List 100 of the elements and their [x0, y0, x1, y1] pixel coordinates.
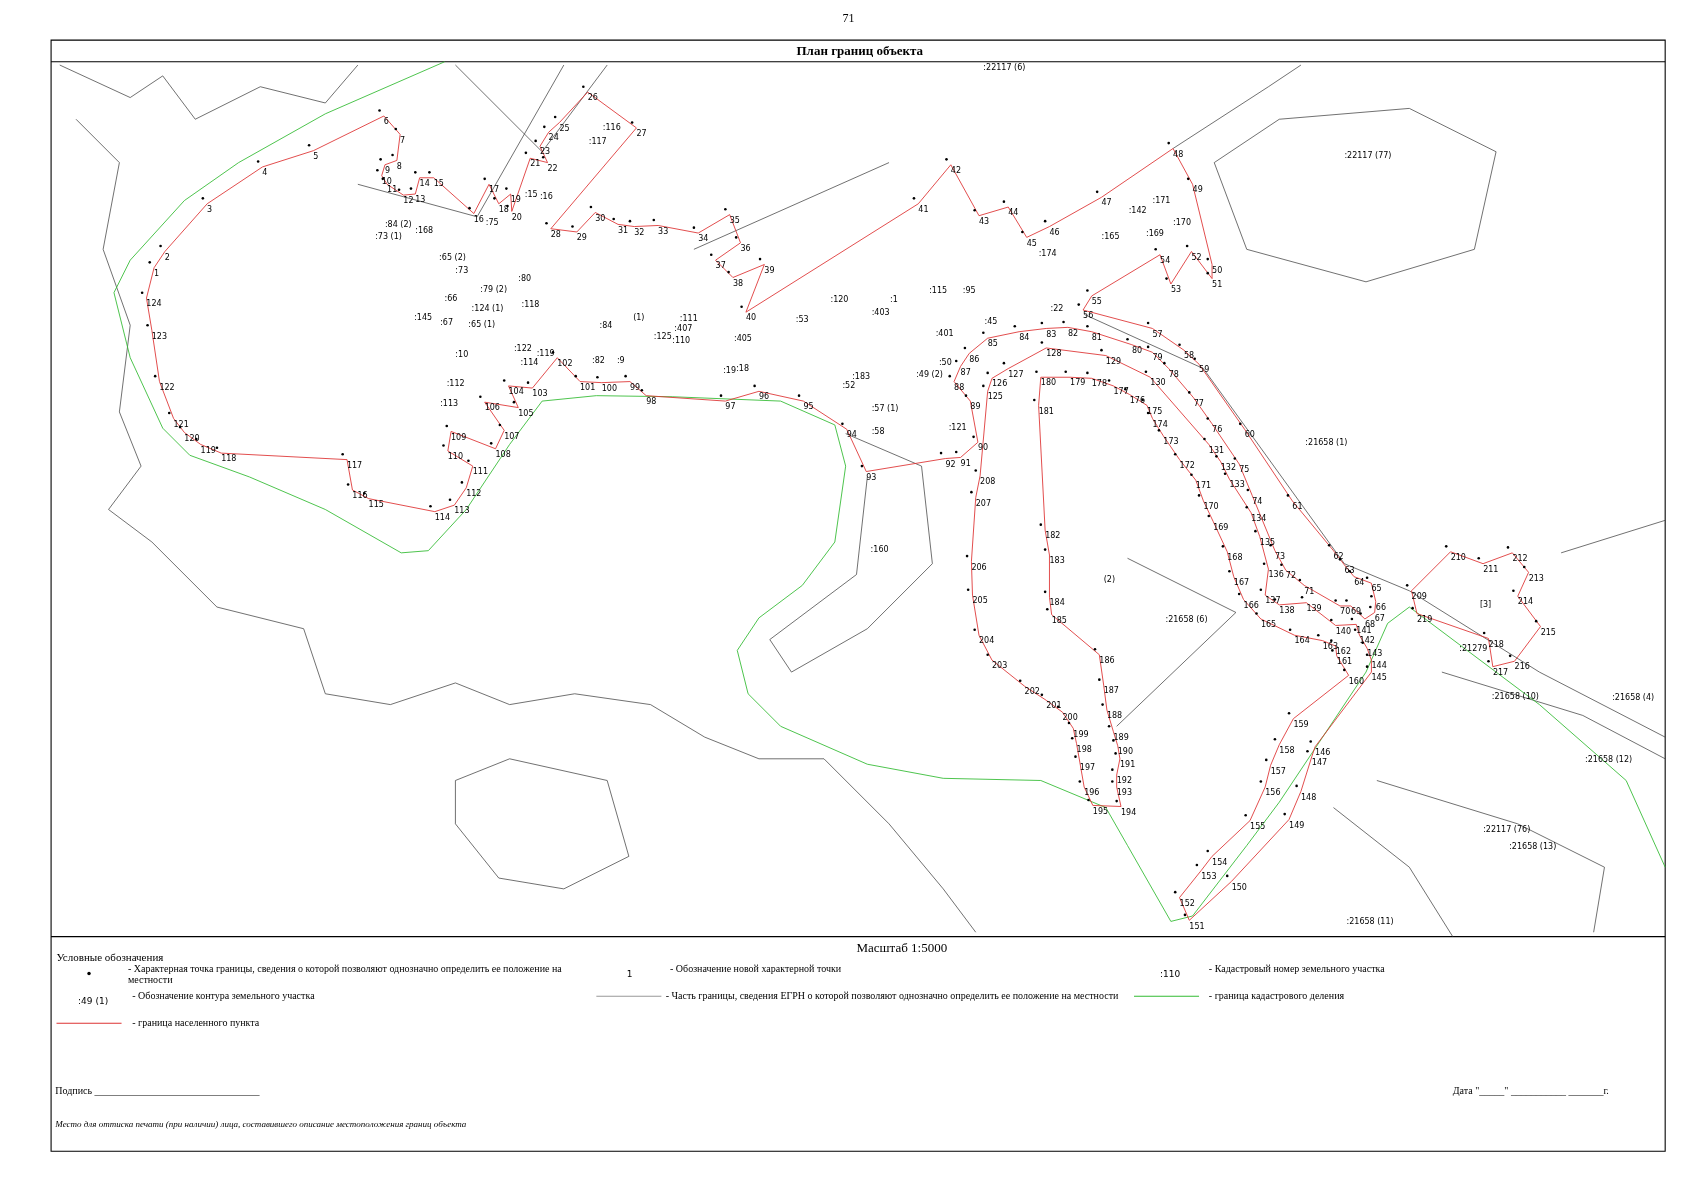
point-number: 60 — [1244, 430, 1255, 440]
parcel-number: :9 — [616, 355, 625, 365]
point-number: 191 — [1119, 760, 1136, 769]
point-number: 180 — [1040, 378, 1057, 388]
point-number: 122 — [159, 382, 175, 392]
parcel-number: :22117 (6) — [983, 62, 1026, 72]
point-number: 156 — [1265, 788, 1281, 798]
point-number: 82 — [1067, 328, 1079, 338]
point-number: 183 — [1049, 556, 1065, 566]
parcel-number: :21658 (6) — [1165, 614, 1208, 624]
parcel-number: :113 — [440, 398, 459, 408]
legend-text: - Кадастровый номер земельного участка — [1208, 962, 1386, 974]
point-number: 13 — [415, 195, 426, 205]
point-number: 187 — [1103, 686, 1119, 696]
point-number: 169 — [1213, 522, 1229, 532]
point-number: 49 — [1192, 185, 1203, 195]
parcel-number: :174 — [1038, 249, 1057, 259]
point-number: 39 — [764, 265, 775, 275]
point-number: 109 — [451, 432, 467, 442]
parcel-number: :53 — [795, 315, 809, 325]
point-number: 53 — [1170, 285, 1182, 295]
parcel-number: :19 — [723, 366, 736, 376]
point-number: 114 — [434, 512, 451, 522]
parcel-number: :110 — [672, 336, 691, 346]
point-number: 117 — [346, 460, 363, 470]
parcel-number: :22117 (76) — [1483, 825, 1531, 835]
parcel-number: :84 (2) — [384, 220, 412, 230]
point-number: 24 — [548, 133, 559, 143]
point-number: 11 — [387, 185, 398, 195]
point-number: 113 — [454, 506, 470, 516]
point-number: 135 — [1259, 537, 1276, 547]
point-number: 76 — [1212, 425, 1223, 434]
point-number: 162 — [1335, 647, 1351, 657]
point-number: 32 — [634, 227, 645, 237]
point-number: 96 — [758, 392, 770, 402]
parcel-number: :79 (2) — [480, 285, 508, 295]
point-number: 202 — [1024, 687, 1040, 697]
point-number: 178 — [1091, 379, 1108, 389]
point-number: 192 — [1116, 776, 1132, 786]
point-number: 64 — [1354, 577, 1365, 587]
point-number: 98 — [646, 396, 657, 406]
parcel-number: :114 — [520, 357, 539, 367]
signature-line: Подпись _________________________________ — [55, 1085, 260, 1097]
point-number: 213 — [1528, 573, 1544, 583]
point-number: 28 — [550, 229, 561, 239]
point-number: 170 — [1203, 501, 1219, 511]
point-number: 95 — [803, 402, 814, 412]
parcel-number: :124 (1) — [471, 303, 504, 313]
point-number: 171 — [1195, 481, 1212, 491]
point-number: 205 — [972, 596, 988, 606]
point-number: 168 — [1227, 552, 1243, 562]
parcel-number: :401 — [935, 328, 954, 338]
point-number: 12 — [403, 196, 414, 206]
parcel-number: :1 — [890, 294, 898, 304]
point-number: 61 — [1292, 501, 1303, 511]
point-number: 157 — [1270, 766, 1286, 776]
point-number: 134 — [1251, 513, 1267, 523]
point-number: 23 — [539, 147, 551, 157]
parcel-number: :73 — [455, 265, 469, 275]
point-number: 181 — [1038, 406, 1054, 416]
point-number: 185 — [1051, 615, 1067, 625]
point-number: 19 — [510, 195, 521, 205]
point-number: 172 — [1179, 460, 1195, 470]
point-number: 121 — [173, 419, 189, 429]
point-number: 155 — [1250, 821, 1266, 831]
point-number: 217 — [1492, 667, 1509, 677]
parcel-number: :58 — [871, 427, 885, 437]
point-number: 55 — [1091, 297, 1102, 307]
point-number: 14 — [419, 178, 430, 188]
point-number: 209 — [1411, 591, 1427, 601]
point-number: 210 — [1450, 552, 1466, 562]
point-number: 160 — [1348, 676, 1364, 686]
parcel-number: (1) — [633, 313, 645, 323]
point-number: 80 — [1131, 345, 1143, 355]
parcel-number: :145 — [414, 313, 433, 323]
parcel-number: :67 — [440, 317, 454, 327]
parcel-number: :18 — [736, 364, 750, 374]
point-number: 15 — [433, 178, 444, 188]
parcel-number: :21658 (1) — [1305, 438, 1348, 447]
date-line: Дата "_____" ___________ _______г. — [1452, 1085, 1609, 1097]
point-number: 42 — [950, 165, 961, 175]
point-number: 83 — [1046, 329, 1057, 339]
point-number: 94 — [846, 430, 857, 440]
point-number: 186 — [1099, 655, 1115, 665]
parcel-number: :170 — [1173, 217, 1192, 227]
point-number: 159 — [1293, 719, 1309, 729]
parcel-number: :57 (1) — [871, 404, 899, 414]
parcel-number: (2) — [1103, 574, 1116, 584]
point-number: 142 — [1359, 636, 1375, 646]
parcel-number: :80 — [518, 274, 532, 284]
point-number: 27 — [636, 129, 647, 138]
point-number: 101 — [580, 382, 596, 392]
point-number: 195 — [1092, 806, 1109, 816]
point-number: 73 — [1275, 551, 1286, 561]
parcel-number: :120 — [830, 294, 849, 304]
parcel-number: :171 — [1152, 196, 1171, 206]
point-number: 3 — [207, 204, 213, 214]
point-number: 189 — [1113, 732, 1129, 742]
point-number: 188 — [1106, 711, 1123, 721]
point-number: 199 — [1073, 729, 1089, 739]
